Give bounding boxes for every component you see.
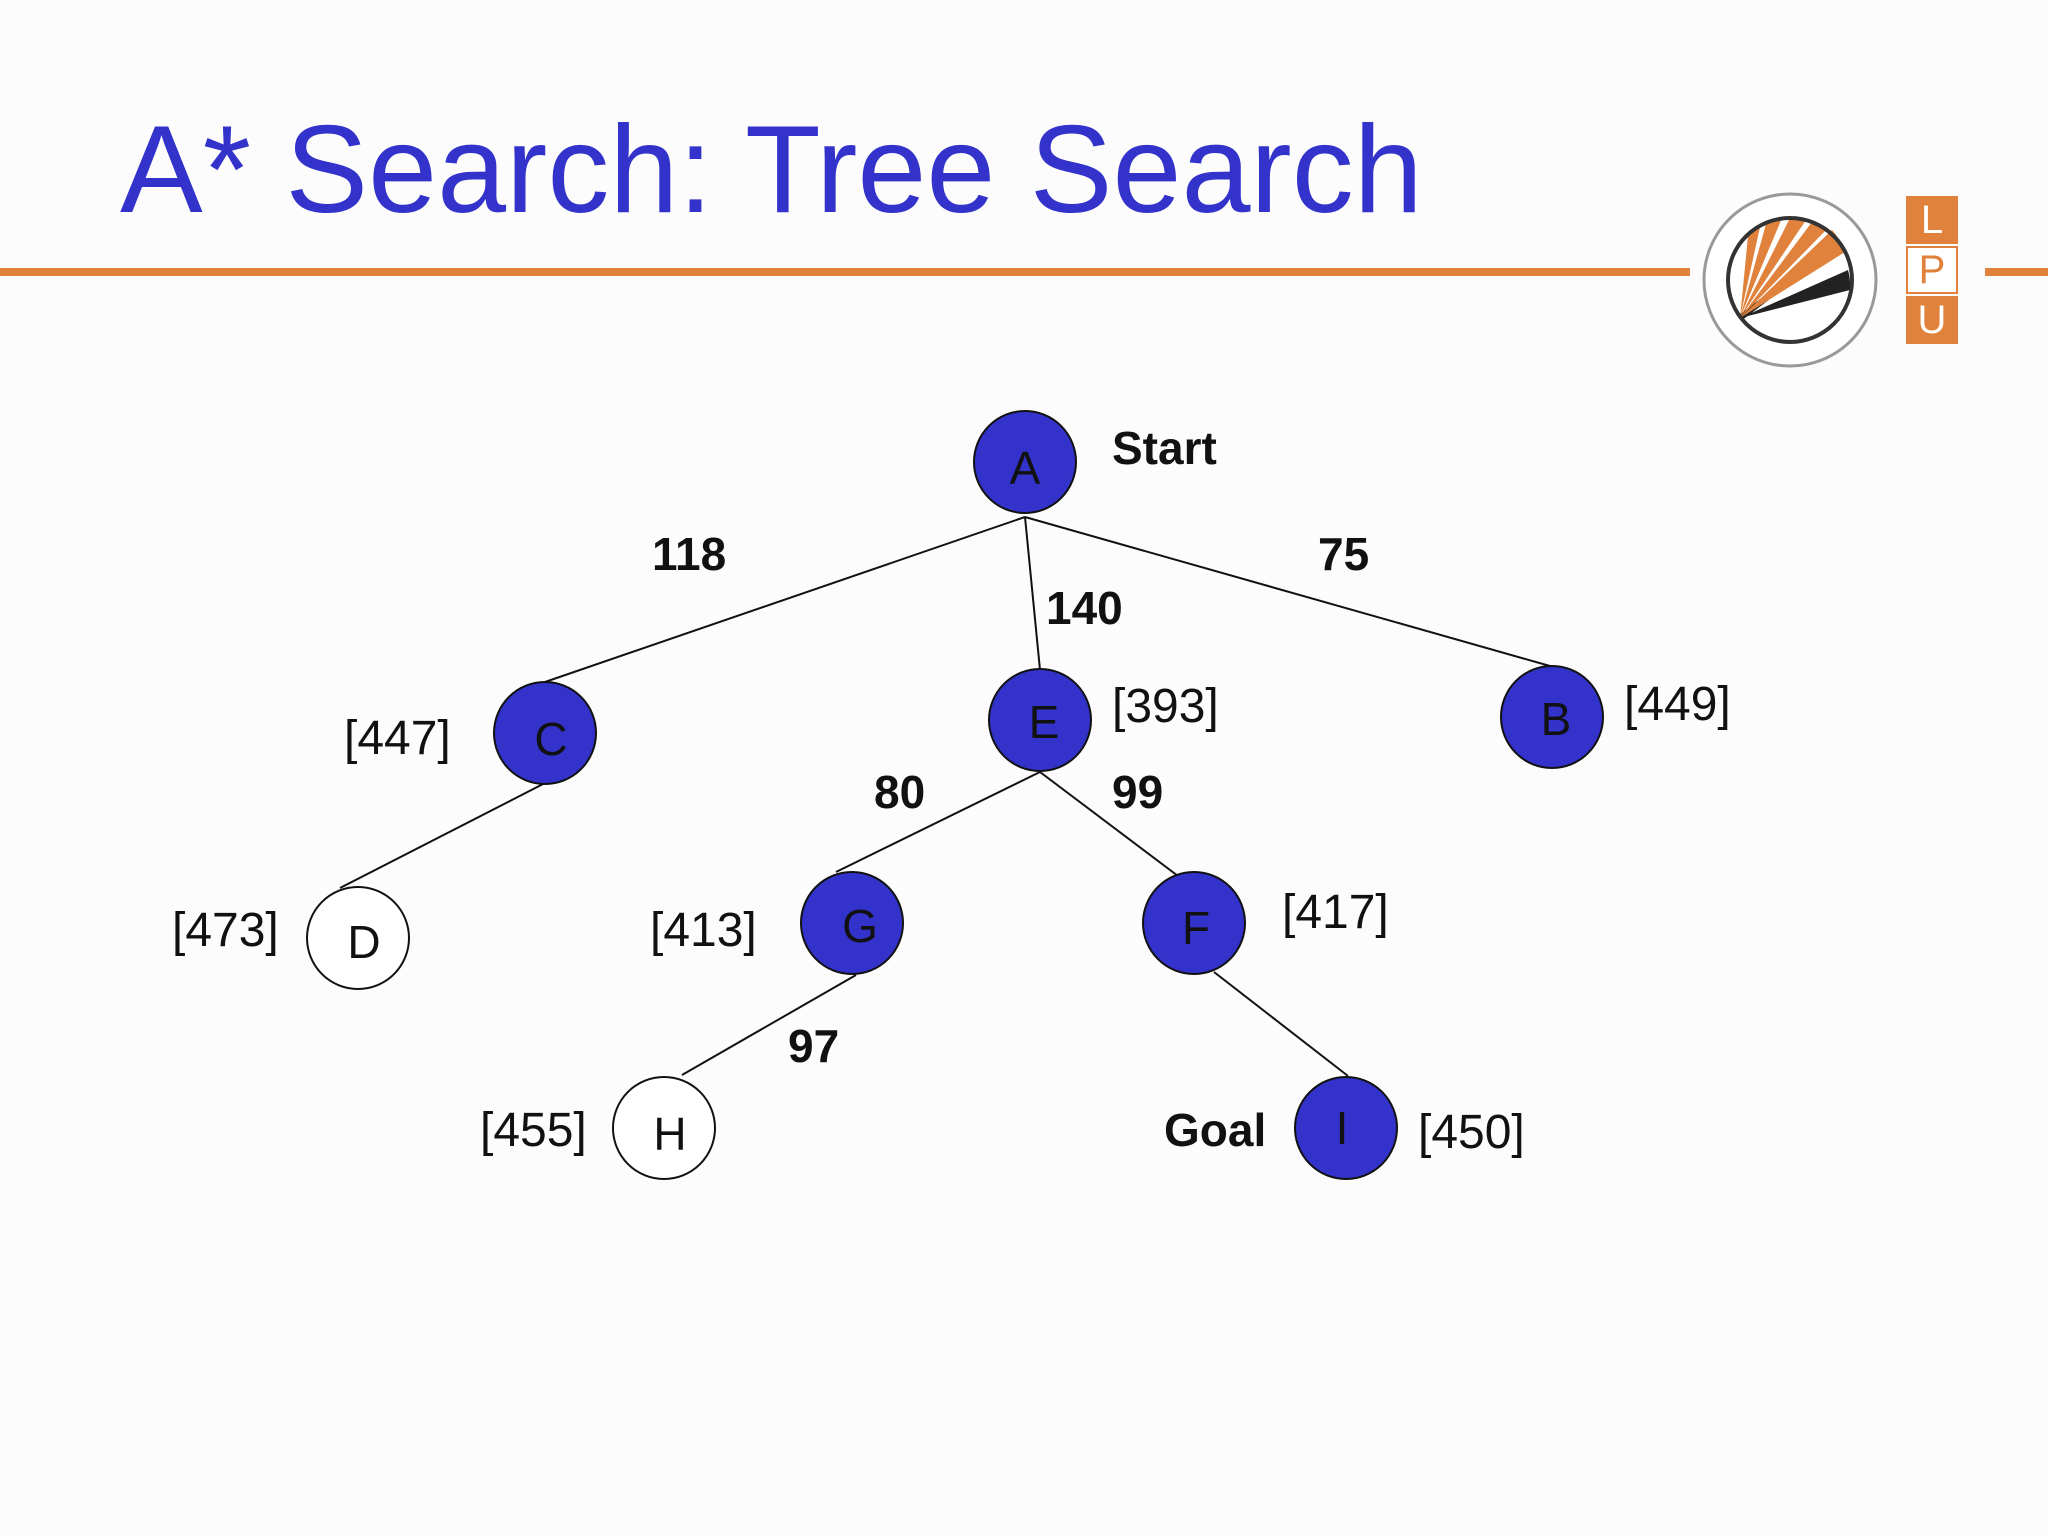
node-h: H (612, 1076, 716, 1180)
edge-e-g (835, 771, 1041, 873)
edge-e-f (1039, 771, 1179, 877)
edge-f-i (1213, 971, 1349, 1077)
f-value-g: [413] (650, 904, 757, 957)
edge-a-e (1024, 516, 1041, 671)
node-c: C (493, 681, 597, 785)
logo-letter-l: L (1906, 196, 1958, 244)
svg-text:A: A (1010, 442, 1041, 494)
svg-text:B: B (1541, 693, 1572, 745)
node-g: G (800, 871, 904, 975)
edge-a-c (544, 516, 1026, 683)
edge-c-d (339, 782, 546, 889)
university-seal-logo (1702, 192, 1878, 368)
f-value-c: [447] (344, 712, 451, 765)
slide-title: A* Search: Tree Search (120, 101, 1423, 239)
goal-label: Goal (1164, 1104, 1266, 1156)
f-value-d: [473] (172, 904, 279, 957)
svg-text:G: G (842, 900, 878, 952)
lpu-letters: L P U (1906, 196, 1958, 346)
svg-text:E: E (1029, 696, 1060, 748)
f-value-e: [393] (1112, 680, 1219, 733)
edge-cost-a-c: 118 (652, 528, 726, 580)
edge-cost-a-e: 140 (1046, 582, 1123, 634)
edge-cost-g-h: 97 (788, 1020, 839, 1072)
svg-text:F: F (1182, 902, 1210, 954)
edge-a-b (1024, 516, 1551, 667)
edge-cost-e-f: 99 (1112, 766, 1163, 818)
node-e: E (988, 668, 1092, 772)
f-value-i: [450] (1418, 1106, 1525, 1159)
node-f: F (1142, 871, 1246, 975)
node-d: D (306, 886, 410, 990)
edge-cost-e-g: 80 (874, 766, 925, 818)
node-a: A (973, 410, 1077, 514)
node-b: B (1500, 665, 1604, 769)
edge-cost-a-b: 75 (1318, 528, 1369, 580)
f-value-b: [449] (1624, 678, 1731, 731)
f-value-h: [455] (480, 1104, 587, 1157)
title-rule (0, 268, 1690, 276)
svg-text:D: D (347, 916, 380, 968)
svg-text:C: C (534, 713, 567, 765)
logo-letter-u: U (1906, 296, 1958, 344)
svg-text:I: I (1336, 1102, 1349, 1154)
node-i: I (1294, 1076, 1398, 1180)
start-label: Start (1112, 422, 1217, 474)
logo-letter-p: P (1906, 246, 1958, 294)
f-value-f: [417] (1282, 886, 1389, 939)
svg-text:H: H (653, 1108, 686, 1160)
title-rule-right (1985, 268, 2048, 276)
edge-g-h (681, 974, 857, 1076)
